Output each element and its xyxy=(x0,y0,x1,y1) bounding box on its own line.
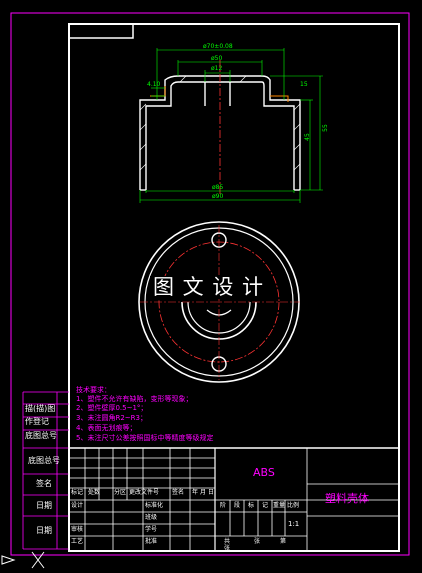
tech-title: 技术要求： xyxy=(76,386,111,394)
tb-sheet-label: 张 xyxy=(254,538,261,545)
outer-frame xyxy=(10,12,410,556)
tb-scale-label: 比例 xyxy=(287,502,300,509)
dim-d12: ø12 xyxy=(211,65,223,72)
side-label-signature: 签名 xyxy=(36,479,52,488)
side-label-base-number: 底图总号 xyxy=(25,431,57,440)
tb-label-change-doc: 更改文件号 xyxy=(129,489,160,496)
section-hatch xyxy=(139,75,301,171)
tb-label-year: 年 xyxy=(192,489,199,496)
tb-sheet-num: 第 xyxy=(280,538,287,545)
dim-d85: ø85 xyxy=(212,184,224,191)
side-label-date-1: 日期 xyxy=(36,501,52,510)
side-label-base-number-2: 底图总号 xyxy=(28,456,60,465)
tb-label-mark: 标记 xyxy=(71,489,84,496)
part-name: 塑料壳体 xyxy=(325,492,369,505)
tb-stage-4: 记 xyxy=(262,502,269,509)
tech-item-2: 2、塑件壁厚0.5~1°； xyxy=(76,404,148,412)
side-label-trace: 描(描)图 xyxy=(25,404,56,413)
dim-d70: ø70±0.08 xyxy=(203,43,233,50)
side-label-date-2: 日期 xyxy=(36,526,52,535)
tb-scale-value: 1:1 xyxy=(288,520,300,528)
tb-label-zone: 分区 xyxy=(114,489,127,496)
tb-label-sign: 签名 xyxy=(172,489,185,496)
tb-number: 学号 xyxy=(145,526,158,533)
tb-process: 工艺 xyxy=(71,538,84,545)
crosshair-icon xyxy=(31,551,45,569)
code-box xyxy=(68,23,134,39)
dim-d90: ø90 xyxy=(212,193,224,200)
title-block-grid xyxy=(68,447,400,552)
tb-approve: 批准 xyxy=(145,538,158,545)
tb-stage-1: 阶 xyxy=(220,502,227,509)
tech-item-4: 4、表面无划痕等； xyxy=(76,424,137,432)
tb-stage-2: 段 xyxy=(234,502,241,509)
dimension-lines xyxy=(139,48,323,203)
dim-4-10: 4.10 xyxy=(147,81,161,88)
material-value: ABS xyxy=(253,466,275,479)
dim-d50: ø50 xyxy=(211,55,223,62)
accent-corner-right xyxy=(270,95,289,102)
tb-label-day: 日 xyxy=(208,489,215,496)
side-table-lines xyxy=(22,391,69,550)
dim-45: 45 xyxy=(303,133,311,141)
dim-55: 55 xyxy=(321,124,329,132)
tech-item-1: 1、塑件不允许有缺陷，变形等现象； xyxy=(76,395,193,403)
tb-sheet-total: 共 xyxy=(224,538,231,545)
tb-stage-3: 标 xyxy=(248,502,255,509)
watermark-text: 图 文 设 计 xyxy=(150,276,268,299)
top-view-part xyxy=(138,221,300,383)
tech-item-3: 3、未注圆角R2~R3； xyxy=(76,414,147,422)
tb-label-count: 处数 xyxy=(88,489,101,496)
cursor-arrow-icon xyxy=(1,555,16,565)
side-label-register: 作登记 xyxy=(25,417,49,426)
tech-item-5: 5、未注尺寸公差按照国标中等精度等级规定 xyxy=(76,434,214,442)
tb-design: 设计 xyxy=(71,502,84,509)
tb-weight: 重量 xyxy=(273,502,286,509)
tb-label-month: 月 xyxy=(200,489,207,496)
tb-review: 审核 xyxy=(71,526,84,533)
tb-check: 班级 xyxy=(145,514,158,521)
tb-sheet-suffix: 张 xyxy=(224,545,231,552)
dim-15: 15 xyxy=(300,81,308,88)
tb-standard: 标准化 xyxy=(145,502,164,509)
